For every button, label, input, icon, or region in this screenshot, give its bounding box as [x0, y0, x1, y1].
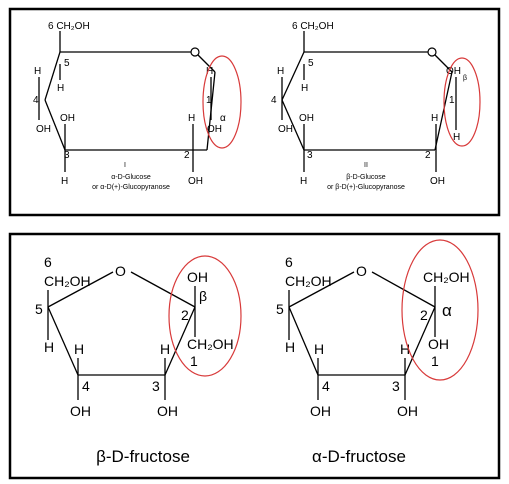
alpha-fructose-c6: 6 [285, 254, 293, 270]
beta-fructose-anomer: β [199, 288, 207, 304]
beta-glucose-ch2oh-label: 6 CH₂OH [292, 21, 334, 32]
alpha-fructose-c1: 1 [431, 353, 439, 369]
alpha-glucose-c1: 1 [206, 95, 212, 106]
beta-glucose-c1: 1 [449, 95, 455, 106]
alpha-fructose-ch2oh-6: CH₂OH [285, 273, 332, 289]
beta-fructose-oh-c4: OH [70, 403, 91, 419]
beta-fructose-c6: 6 [44, 254, 52, 270]
beta-fructose-c1: 1 [190, 353, 198, 369]
alpha-fructose-ch2oh-1: CH₂OH [423, 269, 470, 285]
alpha-fructose-anomer: α [442, 301, 452, 320]
beta-glucose-c4: 4 [271, 95, 277, 106]
beta-glucose-oh-c2: OH [430, 176, 445, 187]
alpha-glucose-ch2oh-label: 6 CH₂OH [48, 21, 90, 32]
alpha-fructose-h-c5: H [285, 339, 295, 355]
beta-fructose-c2: 2 [181, 307, 189, 323]
beta-glucose-name2: or β-D(+)-Glucopyranose [327, 184, 405, 191]
beta-glucose-h-c5: H [301, 83, 308, 94]
alpha-fructose-c4: 4 [322, 378, 330, 394]
beta-glucose-oh-c3: OH [299, 113, 314, 124]
alpha-glucose-c4: 4 [33, 95, 39, 106]
alpha-fructose-h-c4: H [314, 341, 324, 357]
alpha-glucose-anomeric-highlight [202, 55, 242, 149]
beta-fructose-h-c5: H [44, 339, 54, 355]
alpha-glucose-oh-c1: OH [207, 124, 222, 135]
beta-fructose-h-c4: H [74, 341, 84, 357]
alpha-glucose-h-c1: H [206, 66, 213, 77]
bottom-panel-frame [8, 232, 501, 480]
alpha-glucose-oh-c4: OH [36, 124, 51, 135]
alpha-fructose-c5: 5 [276, 301, 284, 317]
beta-fructose-c4: 4 [82, 378, 90, 394]
beta-glucose-anomeric-highlight [443, 57, 481, 147]
alpha-glucose-c3: 3 [64, 150, 70, 161]
alpha-glucose-anomer: α [220, 113, 226, 124]
beta-fructose-c5: 5 [35, 301, 43, 317]
beta-glucose-oh-c1: OH [446, 66, 461, 77]
beta-glucose-oh-c4: OH [278, 124, 293, 135]
alpha-glucose-h-c4: H [34, 66, 41, 77]
alpha-glucose-h-c3: H [61, 176, 68, 187]
beta-glucose-c3: 3 [307, 150, 313, 161]
beta-fructose-ch2oh-1: CH₂OH [187, 336, 234, 352]
beta-fructose-structure: O 6 CH₂OH 5 H OH β 2 CH₂OH 1 H 4 OH H 3 … [35, 254, 242, 466]
beta-fructose-oh-c3: OH [157, 403, 178, 419]
alpha-glucose-oh-c3: OH [60, 113, 75, 124]
alpha-glucose-oh-c2: OH [188, 176, 203, 187]
alpha-fructose-oh-c4: OH [310, 403, 331, 419]
alpha-fructose-c3: 3 [392, 378, 400, 394]
alpha-fructose-ring-o: O [356, 263, 367, 279]
beta-fructose-ch2oh-6: CH₂OH [44, 273, 91, 289]
top-panel-frame [8, 7, 501, 217]
beta-fructose-ring-o: O [115, 263, 126, 279]
beta-fructose-oh-c2: OH [187, 269, 208, 285]
beta-glucose-h-c1: H [453, 132, 460, 143]
beta-fructose-c3: 3 [152, 378, 160, 394]
beta-glucose-h-c3: H [300, 176, 307, 187]
alpha-glucose-roman: I [124, 162, 126, 169]
alpha-fructose-h-c3: H [400, 341, 410, 357]
alpha-fructose-caption: α-D-fructose [312, 447, 406, 466]
beta-fructose-h-c3: H [160, 341, 170, 357]
beta-fructose-anomeric-highlight [168, 255, 242, 377]
alpha-glucose-name2: or α-D(+)-Glucopyranose [92, 184, 170, 191]
alpha-fructose-oh-c3: OH [397, 403, 418, 419]
alpha-glucose-h-c2: H [188, 113, 195, 124]
beta-glucose-name1: β-D-Glucose [346, 174, 386, 181]
beta-glucose-c2: 2 [425, 150, 431, 161]
beta-glucose-anomer: β [463, 75, 467, 82]
beta-glucose-roman: II [364, 162, 368, 169]
alpha-glucose-c2: 2 [184, 150, 190, 161]
beta-glucose-structure: 6 CH₂OH 5 H 4 H OH OH 3 H H 2 OH OH 1 β … [271, 21, 481, 191]
alpha-glucose-h-c5: H [57, 83, 64, 94]
beta-glucose-c5: 5 [308, 58, 314, 69]
beta-glucose-h-c4: H [277, 66, 284, 77]
alpha-fructose-oh-c2: OH [428, 336, 449, 352]
alpha-glucose-name1: α-D-Glucose [111, 174, 151, 181]
alpha-fructose-c2: 2 [420, 307, 428, 323]
alpha-fructose-structure: O 6 CH₂OH 5 H CH₂OH α 2 OH 1 H 4 OH H 3 … [276, 239, 479, 466]
alpha-fructose-anomeric-highlight [401, 239, 479, 381]
alpha-glucose-c5: 5 [64, 58, 70, 69]
alpha-glucose-structure: 6 CH₂OH 5 H 4 H OH OH 3 H H 2 OH H 1 α O… [33, 21, 242, 191]
beta-glucose-h-c2: H [431, 113, 438, 124]
beta-fructose-caption: β-D-fructose [96, 447, 190, 466]
